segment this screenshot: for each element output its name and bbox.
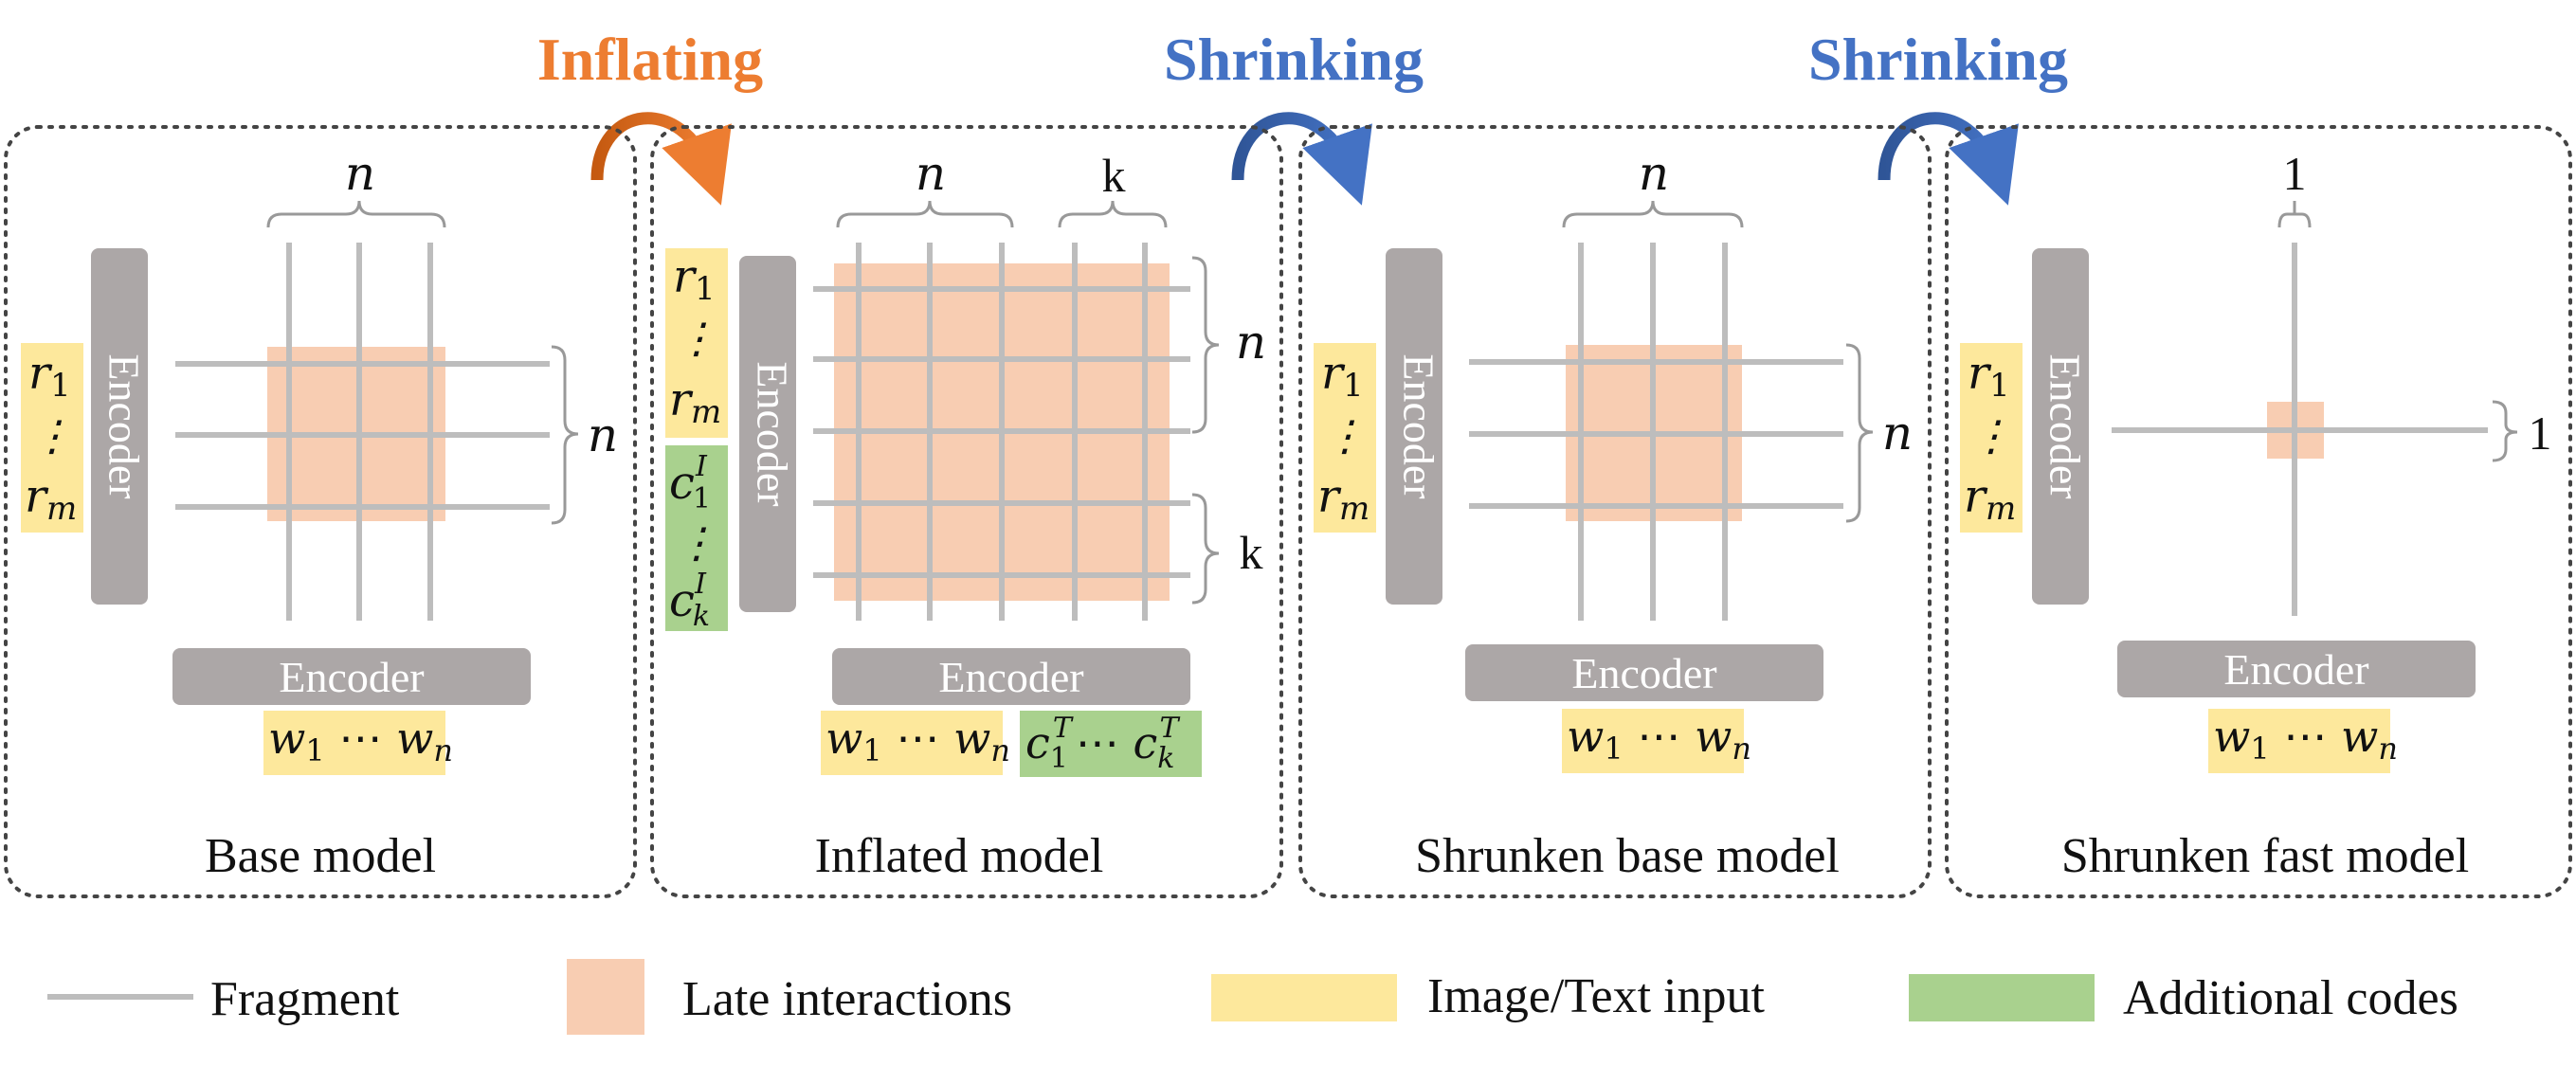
- encoder-vertical-label: Encoder: [100, 353, 148, 498]
- image-input-box: [21, 343, 83, 533]
- panel-inflated: Encoder Encoder r1 ⋮ rm c1I ⋮ ckI w1 ⋯ w…: [665, 146, 1266, 883]
- panel-inflated-border: [650, 125, 1283, 898]
- image-input-dots: ⋮: [31, 412, 73, 461]
- text-codes-box: [1020, 711, 1202, 777]
- shrinking-arrow-2: [1878, 112, 2019, 206]
- text-codes: c1T⋯ ckT: [1025, 712, 1180, 775]
- right-dim-label: 1: [2529, 407, 2552, 460]
- image-codes-box: [665, 445, 728, 631]
- text-input: w1 ⋯ wn: [825, 713, 1010, 768]
- panel-caption: Shrunken base model: [1415, 829, 1840, 883]
- panel-caption: Shrunken fast model: [2061, 829, 2469, 883]
- encoder-vertical-label: Encoder: [748, 361, 796, 506]
- encoder-horizontal-label: Encoder: [1571, 649, 1716, 697]
- encoder-vertical: [91, 248, 148, 605]
- panel-caption: Base model: [205, 829, 436, 883]
- legend-codes-swatch: [1909, 974, 2095, 1021]
- fragment-grid: [175, 243, 550, 621]
- right-brace: [1845, 343, 1874, 523]
- image-input-box: [1314, 343, 1376, 533]
- image-code-ck: ckI: [669, 568, 710, 633]
- fragment-grid: [2112, 243, 2488, 616]
- top-brace: [2277, 201, 2312, 228]
- panel-shrunken-base: Encoder Encoder r1 ⋮ rm w1 ⋯ wn n n Shru…: [1314, 146, 1913, 883]
- image-input-r1: r1: [1968, 347, 2010, 405]
- text-input-box: [263, 711, 445, 775]
- inflating-arrow: [590, 112, 732, 206]
- image-code-c1: c1I: [669, 450, 711, 515]
- legend-codes-label: Additional codes: [2123, 971, 2458, 1025]
- encoder-vertical-label: Encoder: [1394, 353, 1442, 498]
- right-brace-n: [1191, 256, 1220, 434]
- right-dim-k-label: k: [1240, 526, 1263, 579]
- right-dim-label: n: [1882, 406, 1913, 461]
- inflating-label: Inflating: [537, 26, 763, 93]
- legend-late-interactions-label: Late interactions: [682, 972, 1012, 1026]
- top-dim-label: n: [1639, 146, 1669, 201]
- text-input-box: [821, 711, 1003, 775]
- shrinking-label-1: Shrinking: [1164, 26, 1424, 93]
- image-input-dots: ⋮: [1970, 412, 2012, 461]
- panel-caption: Inflated model: [815, 829, 1104, 883]
- panel-shrunken-fast: Encoder Encoder r1 ⋮ rm w1 ⋯ wn 1 1 Shru…: [1960, 147, 2552, 883]
- right-brace-k: [1191, 493, 1220, 605]
- image-code-dots: ⋮: [676, 519, 717, 568]
- legend-input-swatch: [1211, 974, 1397, 1021]
- encoder-vertical: [1386, 248, 1442, 605]
- top-dim-k-label: k: [1102, 149, 1126, 202]
- encoder-horizontal: [832, 648, 1190, 705]
- encoder-horizontal-label: Encoder: [2223, 645, 2368, 694]
- image-input-dots: ⋮: [1324, 412, 1366, 461]
- text-input-box: [1562, 709, 1744, 773]
- panel-base-border: [4, 125, 637, 898]
- fragment-grid: [813, 243, 1190, 621]
- top-dim-n-label: n: [916, 146, 946, 201]
- top-dim-label: 1: [2283, 147, 2307, 200]
- panel-base: Encoder Encoder r1 ⋮ rm w1 ⋯ wn n n Base…: [21, 146, 618, 883]
- encoder-horizontal: [2117, 641, 2476, 697]
- fragment-grid: [1469, 243, 1843, 621]
- text-input-box: [2208, 709, 2390, 773]
- shrinking-arrow-1: [1231, 112, 1372, 206]
- right-brace: [2492, 400, 2518, 462]
- legend-fragment-label: Fragment: [210, 972, 400, 1026]
- encoder-horizontal: [172, 648, 531, 705]
- text-input: w1 ⋯ wn: [1567, 711, 1751, 767]
- encoder-vertical: [739, 256, 796, 612]
- text-input: w1 ⋯ wn: [2213, 711, 2398, 767]
- encoder-horizontal-label: Encoder: [938, 653, 1083, 701]
- encoder-vertical-label: Encoder: [2041, 353, 2089, 498]
- encoder-horizontal-label: Encoder: [279, 653, 424, 701]
- top-brace-n: [836, 200, 1014, 228]
- image-input-dots: ⋮: [676, 315, 717, 363]
- legend-input-label: Image/Text input: [1427, 969, 1765, 1023]
- legend-late-interactions-swatch: [567, 959, 644, 1035]
- image-input-r1: r1: [28, 347, 71, 405]
- top-brace: [266, 200, 446, 228]
- top-brace: [1562, 200, 1744, 228]
- text-input: w1 ⋯ wn: [268, 713, 453, 768]
- panel-shrunken-base-border: [1298, 125, 1932, 898]
- legend: Fragment Late interactions Image/Text in…: [47, 959, 2458, 1035]
- right-brace: [551, 345, 579, 525]
- top-brace-k: [1058, 200, 1168, 228]
- encoder-horizontal: [1465, 644, 1823, 701]
- shrinking-label-2: Shrinking: [1808, 26, 2068, 93]
- image-input-box: [665, 248, 728, 438]
- right-dim-n-label: n: [1236, 315, 1266, 370]
- right-dim-label: n: [588, 407, 618, 462]
- image-input-box: [1960, 343, 2023, 533]
- top-dim-label: n: [345, 146, 375, 201]
- encoder-vertical: [2032, 248, 2089, 605]
